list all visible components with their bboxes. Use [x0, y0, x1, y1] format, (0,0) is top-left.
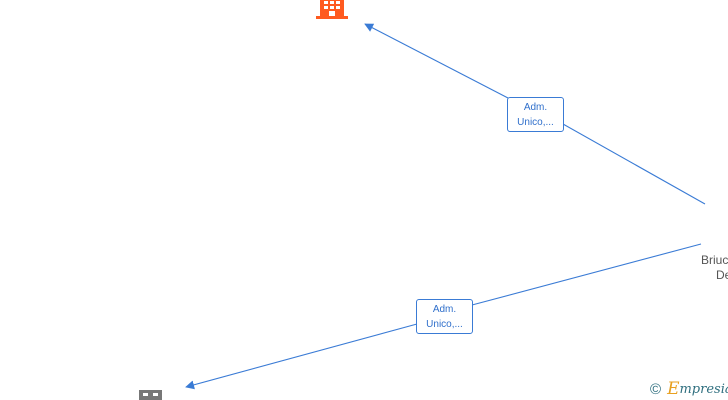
brand-name: mpresia: [679, 381, 728, 397]
edge-label-bottom[interactable]: Adm. Unico,...: [416, 299, 473, 334]
building-icon[interactable]: [316, 0, 348, 19]
brand-initial: E: [667, 379, 680, 399]
edge-top: [365, 24, 706, 205]
empresia-watermark: © E mpresia: [650, 379, 728, 399]
building-icon[interactable]: [139, 390, 162, 400]
edge-label-line: Adm.: [523, 102, 548, 113]
copyright-symbol: ©: [650, 380, 662, 398]
person-name-line1[interactable]: Briuc: [701, 253, 728, 267]
person-name-line2[interactable]: De: [716, 268, 728, 282]
edge-label-line: Adm.: [432, 304, 457, 315]
edge-bottom: [186, 243, 702, 387]
edge-label-line: Unico,...: [517, 117, 554, 128]
edge-label-line: Unico,...: [426, 319, 463, 330]
edge-label-top[interactable]: Adm. Unico,...: [507, 97, 564, 132]
